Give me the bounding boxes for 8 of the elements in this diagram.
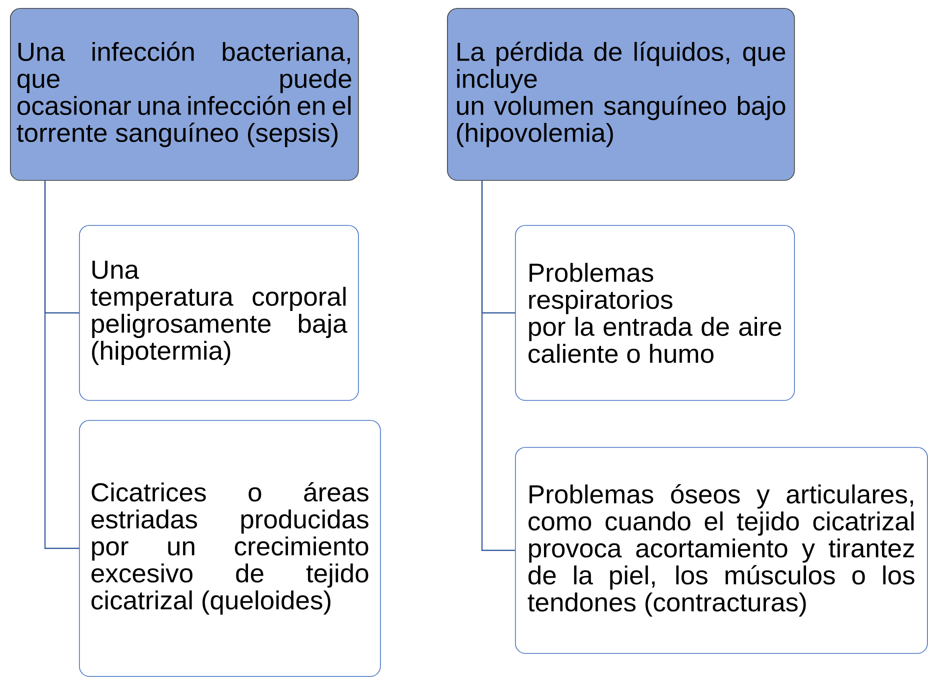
item-box: Problemas óseos y articulares, como cuando el tejido cicatrizal provoca acortamiento y tirantez de la piel, los músculos o los tendones (contracturas) (515, 447, 928, 654)
heading-box: Una infección bacteriana, que puede ocasionar una infección en el torrente sanguíneo (sepsis) (10, 8, 359, 181)
item-box: Cicatrices o áreas estriadas producidas por un crecimiento excesivo de tejido cicatrizal (queloides) (79, 420, 381, 677)
heading-box: La pérdida de líquidos, que incluye un volumen sanguíneo bajo (hipovolemia) (447, 8, 795, 181)
connector-line (44, 180, 79, 549)
connector-line (481, 180, 515, 551)
item-box: Una temperatura corporal peligrosamente baja (hipotermia) (79, 225, 359, 401)
item-box: Problemas respiratorios por la entrada de aire caliente o humo (515, 225, 795, 401)
